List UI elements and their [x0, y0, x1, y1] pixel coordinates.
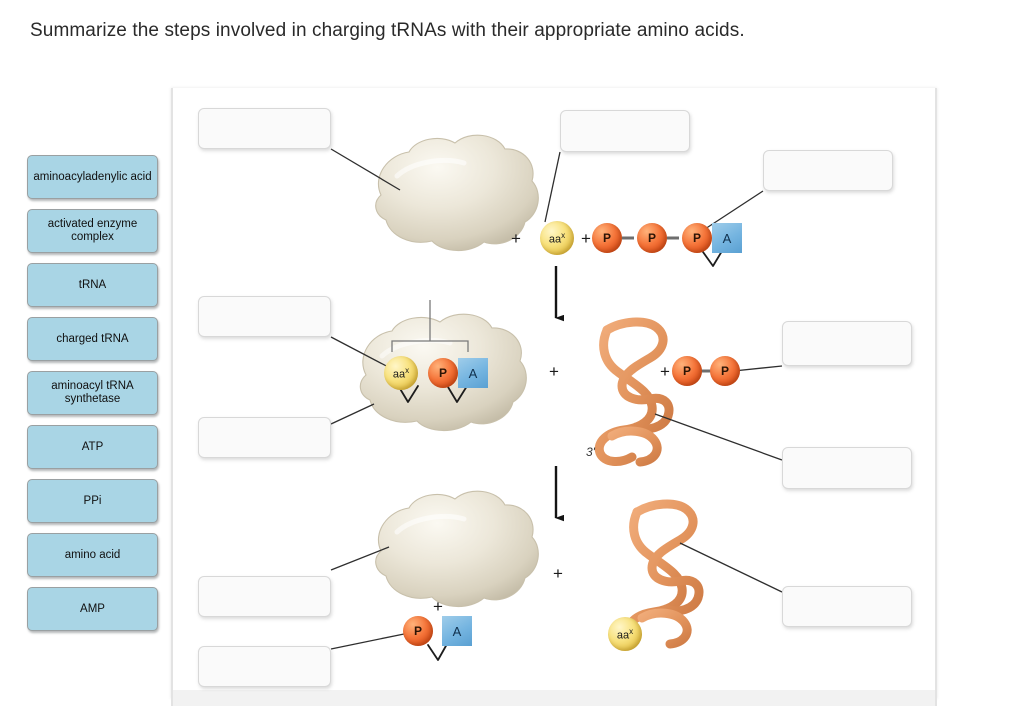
term-chip-ppi[interactable]: PPi — [27, 479, 158, 523]
phosphate-token-row2-ppi-2: P — [710, 356, 740, 386]
term-chip-label: aminoacyladenylic acid — [33, 170, 152, 183]
phosphate-token-row1-3: P — [682, 223, 712, 253]
plus-sign-row2-b: + — [660, 362, 670, 381]
term-chip-trna[interactable]: tRNA — [27, 263, 158, 307]
drop-box-mid-right-lower[interactable] — [782, 447, 912, 489]
term-chip-amp[interactable]: AMP — [27, 587, 158, 631]
term-chip-activated-enzyme-complex[interactable]: activated enzyme complex — [27, 209, 158, 253]
drop-box-top-center[interactable] — [560, 110, 690, 152]
phosphate-token-row3-amp: P — [403, 616, 433, 646]
panel-footer-bar — [171, 690, 937, 706]
drop-box-mid-right-upper[interactable] — [782, 321, 912, 366]
adenosine-token-row2: A — [458, 358, 488, 388]
page-title: Summarize the steps involved in charging… — [30, 20, 745, 41]
plus-sign-row3-b: + — [553, 564, 563, 583]
term-chip-label: tRNA — [78, 278, 107, 291]
drop-box-mid-left-lower[interactable] — [198, 417, 331, 458]
plus-sign-row3-a: + — [433, 597, 443, 616]
phosphate-token-row2: P — [428, 358, 458, 388]
term-chip-amino-acid[interactable]: amino acid — [27, 533, 158, 577]
drop-box-bot-left-lower[interactable] — [198, 646, 331, 687]
drop-box-bot-left-upper[interactable] — [198, 576, 331, 617]
plus-sign-row1-a: + — [511, 229, 521, 248]
term-chip-label: charged tRNA — [56, 332, 129, 345]
adenosine-token-row1: A — [712, 223, 742, 253]
term-chip-label: AMP — [80, 602, 105, 615]
phosphate-token-row1-1: P — [592, 223, 622, 253]
plus-sign-row1-b: + — [581, 229, 591, 248]
adenosine-token-row3-amp: A — [442, 616, 472, 646]
term-chip-label: activated enzyme complex — [47, 218, 138, 243]
amino-acid-token-row1: aax — [540, 221, 574, 255]
term-chip-label: amino acid — [64, 548, 121, 561]
plus-sign-row2-a: + — [549, 362, 559, 381]
term-chip-aminoacyladenylic-acid[interactable]: aminoacyladenylic acid — [27, 155, 158, 199]
phosphate-token-row2-ppi-1: P — [672, 356, 702, 386]
term-chip-charged-trna[interactable]: charged tRNA — [27, 317, 158, 361]
term-chip-label: PPi — [83, 494, 102, 507]
drop-box-bot-right[interactable] — [782, 586, 912, 627]
term-bank: aminoacyladenylic acid activated enzyme … — [27, 155, 158, 641]
term-chip-label: ATP — [81, 440, 104, 453]
drop-box-top-left[interactable] — [198, 108, 331, 149]
term-chip-aminoacyl-trna-synthetase[interactable]: aminoacyl tRNA synthetase — [27, 371, 158, 415]
amino-acid-token-row2: aax — [384, 356, 418, 390]
drop-box-top-right[interactable] — [763, 150, 893, 191]
term-chip-label: aminoacyl tRNA synthetase — [51, 380, 134, 405]
term-chip-atp[interactable]: ATP — [27, 425, 158, 469]
phosphate-token-row1-2: P — [637, 223, 667, 253]
drop-box-mid-left-upper[interactable] — [198, 296, 331, 337]
amino-acid-token-row3-charged: aax — [608, 617, 642, 651]
